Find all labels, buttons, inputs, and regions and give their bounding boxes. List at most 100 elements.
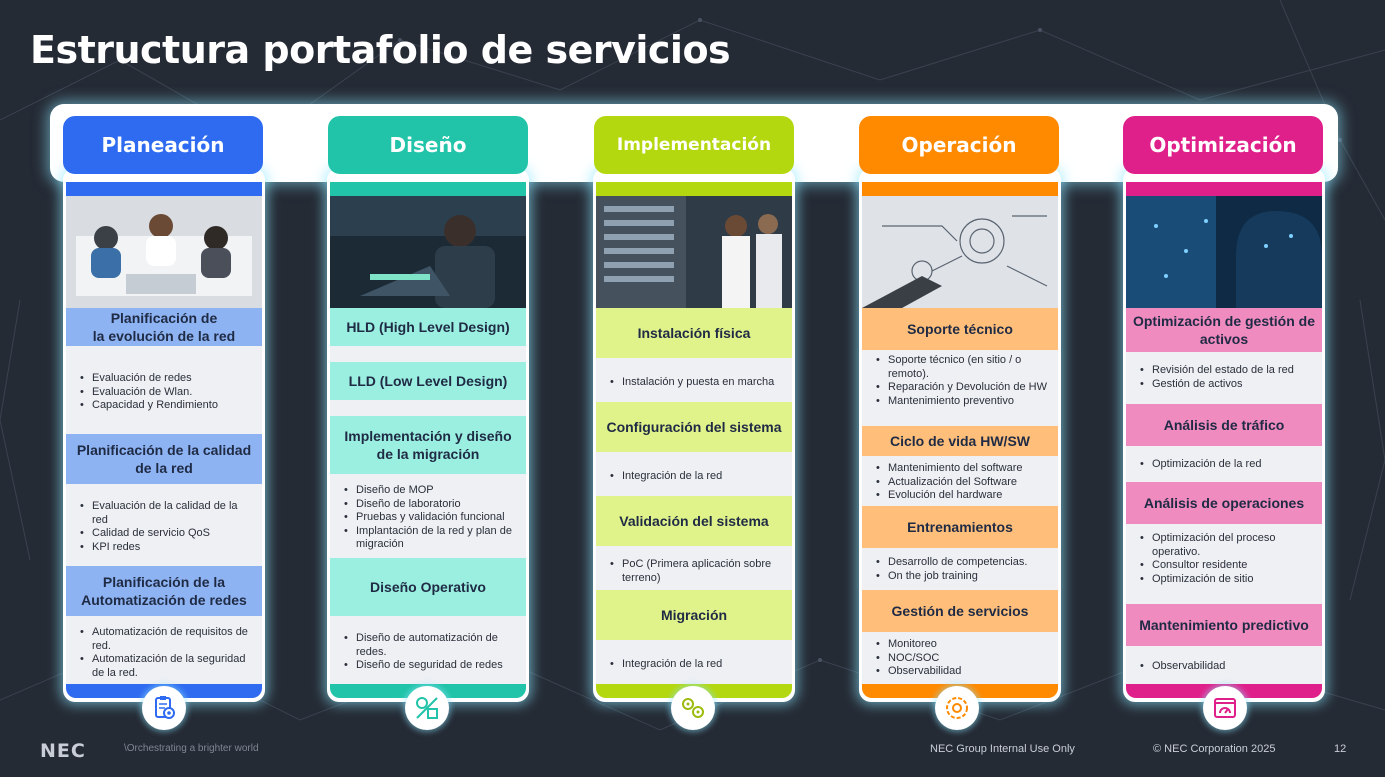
section-title: Planificación de la evolución de la red xyxy=(66,308,262,346)
list-item: Reparación y Devolución de HW xyxy=(876,381,1050,395)
list-item: Revisión del estado de la red xyxy=(1140,364,1314,378)
list-item: Integración de la red xyxy=(610,470,784,484)
accent-bar xyxy=(862,182,1058,196)
section-title: Optimización de gestión de activos xyxy=(1126,308,1322,352)
item-list: Diseño de automatización de redes. Diseñ… xyxy=(330,632,526,673)
list-item: Diseño de automatización de redes. xyxy=(344,632,518,659)
section-title: Análisis de tráfico xyxy=(1126,404,1322,446)
list-item: Instalación y puesta en marcha xyxy=(610,376,784,390)
accent-bar xyxy=(66,182,262,196)
list-item: Integración de la red xyxy=(610,658,784,672)
accent-bar xyxy=(596,182,792,196)
list-item: On the job training xyxy=(876,570,1050,584)
section-title: Gestión de servicios xyxy=(862,590,1058,632)
list-item: Evolución del hardware xyxy=(876,489,1050,503)
list-item: Evaluación de Wlan. xyxy=(80,386,254,400)
phase-tab-operacion: Operación xyxy=(859,116,1059,174)
page-number: 12 xyxy=(1334,743,1347,755)
dashboard-gauge-icon xyxy=(1203,686,1247,730)
list-item: Mantenimiento preventivo xyxy=(876,395,1050,409)
section-title: LLD (Low Level Design) xyxy=(330,362,526,400)
list-item: Actualización del Software xyxy=(876,476,1050,490)
list-item: Automatización de la seguridad de la red… xyxy=(80,653,254,680)
item-list: Desarrollo de competencias. On the job t… xyxy=(862,556,1058,583)
accent-bar xyxy=(330,182,526,196)
column-diseno: HLD (High Level Design) LLD (Low Level D… xyxy=(327,168,529,702)
section-title: Entrenamientos xyxy=(862,506,1058,548)
photo-tech-interface xyxy=(862,196,1058,308)
footer-classification: NEC Group Internal Use Only xyxy=(930,743,1075,755)
list-item: Diseño de MOP xyxy=(344,484,518,498)
item-list: Observabilidad xyxy=(1126,660,1322,674)
section-title: Ciclo de vida HW/SW xyxy=(862,426,1058,456)
section-title-text: Planificación de la evolución de la red xyxy=(92,310,236,344)
list-item: Automatización de requisitos de red. xyxy=(80,626,254,653)
column-planeacion: Planificación de la evolución de la red … xyxy=(63,168,265,702)
design-tools-icon xyxy=(405,686,449,730)
phase-tab-planeacion: Planeación xyxy=(63,116,263,174)
list-item: Calidad de servicio QoS xyxy=(80,527,254,541)
section-title: Diseño Operativo xyxy=(330,558,526,616)
list-item: Observabilidad xyxy=(876,665,1050,679)
photo-engineer-laptop xyxy=(330,196,526,308)
clipboard-target-icon xyxy=(142,686,186,730)
photo-digital-head xyxy=(1126,196,1322,308)
item-list: Integración de la red xyxy=(596,658,792,672)
phase-tab-implementacion: Implementación xyxy=(594,116,794,174)
photo-data-center xyxy=(596,196,792,308)
list-item: Diseño de seguridad de redes xyxy=(344,659,518,673)
phase-tab-diseno: Diseño xyxy=(328,116,528,174)
item-list: Monitoreo NOC/SOC Observabilidad xyxy=(862,638,1058,679)
column-optimizacion: Optimización de gestión de activos Revis… xyxy=(1123,168,1325,702)
phase-tab-optimizacion: Optimización xyxy=(1123,116,1323,174)
list-item: Evaluación de redes xyxy=(80,372,254,386)
list-item: Monitoreo xyxy=(876,638,1050,652)
list-item: Consultor residente xyxy=(1140,559,1314,573)
accent-bar xyxy=(1126,182,1322,196)
section-title: Planificación de la calidad de la red xyxy=(66,434,262,484)
section-title: Mantenimiento predictivo xyxy=(1126,604,1322,646)
section-title: Planificación de la Automatización de re… xyxy=(66,566,262,616)
list-item: Implantación de la red y plan de migraci… xyxy=(344,525,518,552)
section-title: HLD (High Level Design) xyxy=(330,308,526,346)
footer-tagline: \Orchestrating a brighter world xyxy=(124,743,259,754)
section-title: Validación del sistema xyxy=(596,496,792,546)
list-item: Optimización de sitio xyxy=(1140,573,1314,587)
item-list: Optimización del proceso operativo. Cons… xyxy=(1126,532,1322,586)
list-item: Gestión de activos xyxy=(1140,378,1314,392)
item-list: Instalación y puesta en marcha xyxy=(596,376,792,390)
item-list: Evaluación de la calidad de la red Calid… xyxy=(66,500,262,554)
list-item: Pruebas y validación funcional xyxy=(344,511,518,525)
list-item: NOC/SOC xyxy=(876,652,1050,666)
list-item: Mantenimiento del software xyxy=(876,462,1050,476)
list-item: Diseño de laboratorio xyxy=(344,498,518,512)
column-operacion: Soporte técnico Soporte técnico (en siti… xyxy=(859,168,1061,702)
photo-team-meeting xyxy=(66,196,262,308)
section-title: Implementación y diseño de la migración xyxy=(330,416,526,474)
footer-copyright: © NEC Corporation 2025 xyxy=(1153,743,1276,755)
section-title: Soporte técnico xyxy=(862,308,1058,350)
section-title: Análisis de operaciones xyxy=(1126,482,1322,524)
section-title: Migración xyxy=(596,590,792,640)
list-item: Soporte técnico (en sitio / o remoto). xyxy=(876,354,1050,381)
item-list: Evaluación de redes Evaluación de Wlan. … xyxy=(66,372,262,413)
section-title: Configuración del sistema xyxy=(596,402,792,452)
item-list: Revisión del estado de la red Gestión de… xyxy=(1126,364,1322,391)
list-item: Observabilidad xyxy=(1140,660,1314,674)
gears-bulb-icon xyxy=(671,686,715,730)
section-title: Instalación física xyxy=(596,308,792,358)
list-item: Optimización del proceso operativo. xyxy=(1140,532,1314,559)
slide-title: Estructura portafolio de servicios xyxy=(30,28,731,72)
list-item: Capacidad y Rendimiento xyxy=(80,399,254,413)
nec-logo: NEC xyxy=(40,740,86,762)
list-item: PoC (Primera aplicación sobre terreno) xyxy=(610,558,784,585)
list-item: Desarrollo de competencias. xyxy=(876,556,1050,570)
column-implementacion: Instalación física Instalación y puesta … xyxy=(593,168,795,702)
item-list: Optimización de la red xyxy=(1126,458,1322,472)
list-item: Evaluación de la calidad de la red xyxy=(80,500,254,527)
item-list: PoC (Primera aplicación sobre terreno) xyxy=(596,558,792,585)
item-list: Integración de la red xyxy=(596,470,792,484)
item-list: Mantenimiento del software Actualización… xyxy=(862,462,1058,503)
list-item: KPI redes xyxy=(80,541,254,555)
list-item: Optimización de la red xyxy=(1140,458,1314,472)
